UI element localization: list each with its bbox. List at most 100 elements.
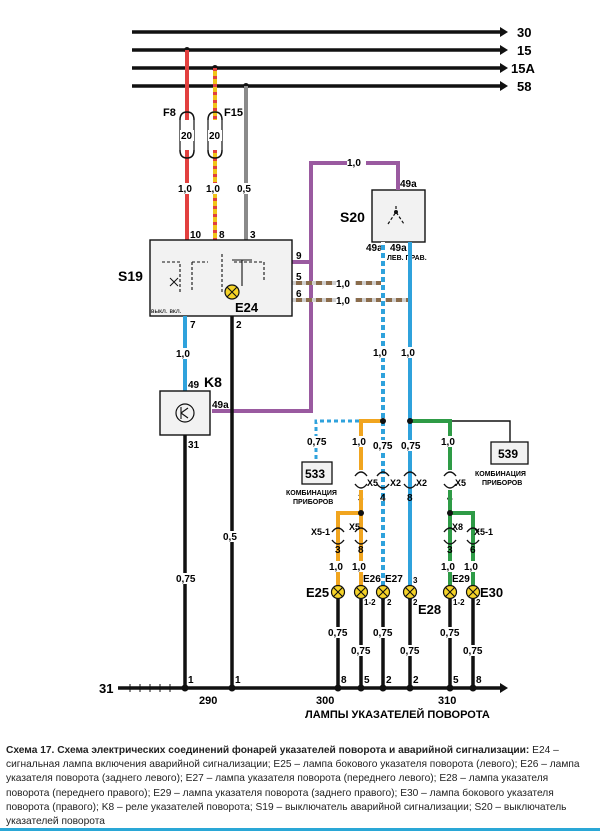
ground-dots [181,684,477,692]
wire-size-gr-b: 1,0 [441,562,455,573]
label-bg [237,183,256,194]
pin-s20-49a-right: 49a [390,243,407,254]
caption-body: E24 – сигнальная лампа включения аварийн… [6,745,580,828]
pin-k8-49a: 49a [212,400,229,411]
connector-row-1 [354,471,457,489]
label-bg [223,531,242,542]
wire-size-533: 0,75 [307,437,327,448]
pin-3c: 3 [447,545,453,556]
conn-x51-b: X5-1 [474,527,493,537]
connector-row-2 [331,527,480,545]
lamp-e26 [353,584,369,600]
wire-size-g2: 0,75 [351,646,371,657]
fuse-f8-bg [180,130,194,141]
conn-x2-a: X2 [390,478,401,488]
pin-lamp-2c: 2 [476,598,481,607]
ground-node-310: 310 [438,695,456,707]
lamp-e28 [402,584,418,600]
label-e25: E25 [306,585,329,600]
caption-title: Схема 17. Схема электрических соединений… [6,745,530,756]
wire-size-orange: 1,0 [352,437,366,448]
lamps [330,584,481,600]
wiring-diagram: 30 15 15A 58 F8 F15 20 20 1,0 1,0 0,5 [99,25,535,721]
label-bg [401,347,420,358]
label-e24: E24 [235,300,259,315]
label-bg [352,436,371,447]
gnd-pin-2a: 2 [386,675,392,686]
pin-s20-49a-left: 49a [366,243,383,254]
label-bg [176,348,195,359]
wire-size-gr-c: 1,0 [464,562,478,573]
gnd-pin-1a: 1 [188,675,194,686]
conn-x5-a: X5 [367,478,378,488]
wire-size-g6: 0,75 [463,646,483,657]
bus-lines [132,27,508,91]
pin-3b: 3 [335,545,341,556]
gnd-pin-2b: 2 [413,675,419,686]
label-e26: E26 [363,574,381,585]
wire-blue-s20 [381,242,412,600]
wire-distribution [314,419,511,470]
wire-size-or-c: 1,0 [352,562,366,573]
ground-node-290: 290 [199,695,217,707]
wire-size-green: 1,0 [441,437,455,448]
label-bg [464,561,483,572]
connector-533 [301,461,333,485]
label-533-line2: ПРИБОРОВ [293,499,333,506]
wire-size-gray: 0,5 [237,184,251,195]
lamp-e24-cross [226,286,238,298]
pin-s19-3: 3 [250,230,256,241]
label-e30: E30 [480,585,503,600]
lamp-e27 [375,584,391,600]
wire-size-g3: 0,75 [373,628,393,639]
label-bg [441,561,460,572]
wire-size-s20-right: 1,0 [401,348,415,359]
wire-size-pin5: 1,0 [336,279,350,290]
bus-label-15a: 15A [511,61,535,76]
figure-caption: Схема 17. Схема электрических соединений… [6,744,594,829]
wire-size-g4: 0,75 [400,646,420,657]
pin-lamp-2b: 2 [413,598,418,607]
wire-size-s20-top: 1,0 [347,158,361,169]
wire-size-pin6: 1,0 [336,296,350,307]
wire-size-s20-left: 1,0 [373,348,387,359]
label-bg [336,278,355,289]
wire-size-k8-top: 1,0 [176,349,190,360]
gnd-pin-5a: 5 [364,675,370,686]
wire-lamp-grounds [336,599,475,688]
bus-label-15: 15 [517,43,531,58]
wire-size-k8-ground: 0,75 [176,574,196,585]
junction-dot [447,510,453,516]
gnd-pin-5b: 5 [453,675,459,686]
fuse-label-f8: F8 [163,107,176,119]
gnd-pin-8a: 8 [341,675,347,686]
wire-size-or-b: 1,0 [329,562,343,573]
pin-8b: 8 [358,545,364,556]
s19-sublabel: выкл. вкл. [151,308,182,315]
bus-label-30: 30 [517,25,531,40]
pin-s19-9: 9 [296,251,302,262]
label-bg [352,561,371,572]
pin-s20-49a-top: 49a [400,179,417,190]
ground-node-300: 300 [316,695,334,707]
conn-x8: X8 [452,522,463,532]
gnd-pin-1b: 1 [235,675,241,686]
wire-size-red: 1,0 [178,184,192,195]
gnd-pin-8b: 8 [476,675,482,686]
label-bg [440,627,462,638]
label-bg [441,436,460,447]
junction-dot [358,510,364,516]
label-bg [336,295,355,306]
bus-label-31: 31 [99,681,113,696]
pin-8a: 8 [407,493,413,504]
pin-lamp-1-2a: 1-2 [364,598,376,607]
wire-size-yellow: 1,0 [206,184,220,195]
fuse-f15-bg [208,130,222,141]
junction-dot [380,418,386,424]
pin-s19-2: 2 [236,320,242,331]
label-bg [307,436,329,447]
label-bg [329,561,348,572]
bus-label-58: 58 [517,79,531,94]
pin-4a: 4 [380,493,386,504]
lamp-e25 [330,584,346,600]
